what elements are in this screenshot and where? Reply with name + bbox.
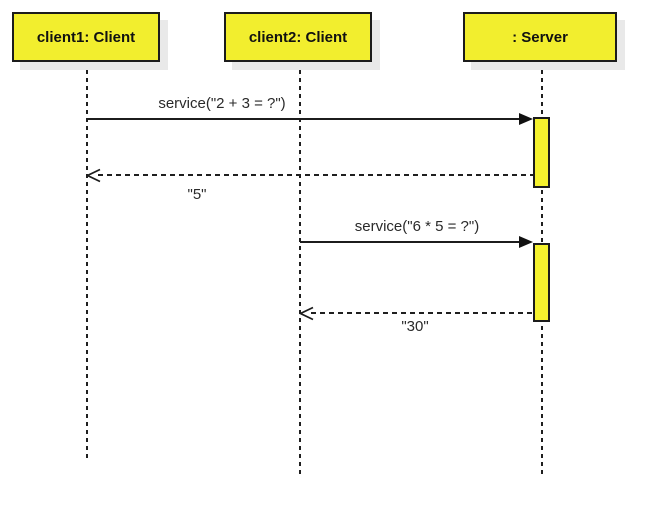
message-label-return-1: "5" bbox=[187, 186, 207, 203]
message-label-call-1: service("2 + 3 = ?") bbox=[158, 95, 286, 112]
message-label-return-2: "30" bbox=[401, 318, 429, 335]
participant-label-client2: client2: Client bbox=[248, 28, 348, 46]
lifeline-client1 bbox=[86, 62, 88, 462]
message-line-return-1 bbox=[98, 174, 533, 176]
activation-bar-server-2 bbox=[533, 243, 550, 322]
message-line-return-2 bbox=[311, 312, 533, 314]
lifeline-client2 bbox=[299, 62, 301, 475]
filled-arrowhead-icon bbox=[519, 236, 533, 248]
open-arrowhead-icon bbox=[86, 168, 101, 183]
participant-box-client2: client2: Client bbox=[224, 12, 372, 62]
participant-label-client1: client1: Client bbox=[36, 28, 136, 46]
open-arrowhead-icon bbox=[299, 306, 314, 321]
message-line-call-1 bbox=[87, 118, 520, 120]
message-line-call-2 bbox=[300, 241, 520, 243]
message-label-call-2: service("6 * 5 = ?") bbox=[354, 218, 480, 235]
participant-box-client1: client1: Client bbox=[12, 12, 160, 62]
participant-box-server: : Server bbox=[463, 12, 617, 62]
filled-arrowhead-icon bbox=[519, 113, 533, 125]
participant-label-server: : Server bbox=[512, 28, 568, 46]
activation-bar-server-1 bbox=[533, 117, 550, 188]
